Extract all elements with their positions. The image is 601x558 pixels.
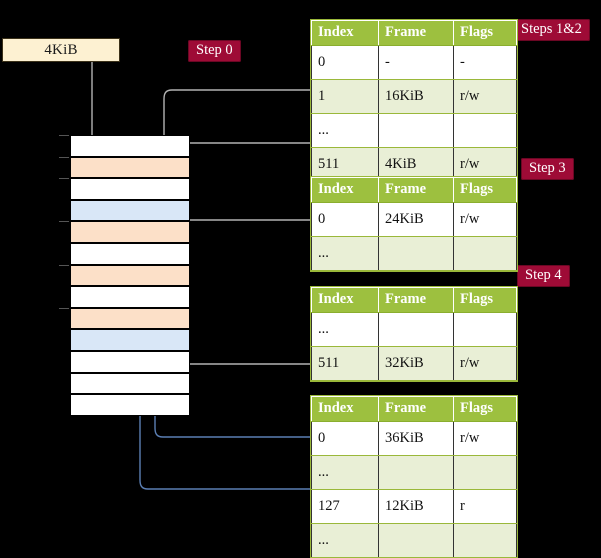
source-page-box: 4KiB — [2, 38, 120, 62]
table-row: ... — [311, 236, 517, 271]
memory-frame-row — [70, 394, 190, 416]
table-row: ... — [311, 455, 517, 490]
table-row: 0-- — [311, 45, 517, 80]
cell-flags — [453, 523, 517, 558]
column-header-frame: Frame — [378, 287, 454, 313]
cell-flags: r/w — [453, 147, 517, 182]
memory-frame-row — [70, 351, 190, 373]
memory-frame-row — [70, 156, 190, 179]
physical-memory-column — [59, 135, 190, 416]
cell-index: ... — [311, 113, 379, 148]
column-header-frame: Frame — [378, 396, 454, 422]
cell-index: 511 — [311, 346, 379, 381]
cell-index: ... — [311, 236, 379, 271]
column-header-flags: Flags — [453, 287, 517, 313]
cell-index: 511 — [311, 147, 379, 182]
column-header-index: Index — [311, 287, 379, 313]
memory-frame-row — [70, 221, 190, 243]
table-row: ... — [311, 523, 517, 558]
badge-steps-1-and-2: Steps 1&2 — [513, 19, 590, 41]
cell-flags — [453, 236, 517, 271]
memory-tick-mark — [59, 264, 69, 266]
cell-index: ... — [311, 523, 379, 558]
cell-frame — [378, 312, 454, 347]
column-header-flags: Flags — [453, 396, 517, 422]
column-header-flags: Flags — [453, 177, 517, 203]
cell-index: 0 — [311, 45, 379, 80]
memory-frame-row — [70, 243, 190, 265]
cell-frame — [378, 113, 454, 148]
column-header-flags: Flags — [453, 20, 517, 46]
memory-frame-row — [70, 135, 190, 157]
cell-index: 1 — [311, 79, 379, 114]
memory-frame-row — [70, 286, 190, 308]
table-row: ... — [311, 312, 517, 347]
memory-frame-row — [70, 264, 190, 287]
cell-flags: r/w — [453, 421, 517, 456]
cell-flags: - — [453, 45, 517, 80]
cell-frame: 36KiB — [378, 421, 454, 456]
cell-frame — [378, 523, 454, 558]
column-header-index: Index — [311, 396, 379, 422]
cell-flags: r/w — [453, 79, 517, 114]
cell-frame — [378, 455, 454, 490]
memory-frame-row — [70, 199, 190, 222]
memory-tick-mark — [59, 135, 69, 136]
column-header-index: Index — [311, 20, 379, 46]
memory-tick-mark — [59, 178, 69, 180]
memory-frame-row — [70, 329, 190, 351]
cell-index: 0 — [311, 421, 379, 456]
cell-frame: 32KiB — [378, 346, 454, 381]
column-header-index: Index — [311, 177, 379, 203]
cell-frame: 24KiB — [378, 202, 454, 237]
badge-step-4: Step 4 — [517, 265, 570, 287]
cell-flags — [453, 455, 517, 490]
cell-flags — [453, 113, 517, 148]
column-header-frame: Frame — [378, 20, 454, 46]
cell-frame — [378, 236, 454, 271]
cell-frame: 12KiB — [378, 489, 454, 524]
column-header-frame: Frame — [378, 177, 454, 203]
diagram-canvas: 4KiB Step 0 Steps 1&2 Step 3 Step 4 Inde… — [2, 19, 590, 558]
cell-frame: - — [378, 45, 454, 80]
memory-tick-mark — [59, 156, 69, 158]
memory-tick-mark — [59, 221, 69, 223]
table-row: ... — [311, 113, 517, 148]
cell-index: ... — [311, 312, 379, 347]
memory-frame-row — [70, 178, 190, 200]
memory-frame-row — [70, 372, 190, 395]
badge-step-3: Step 3 — [521, 158, 574, 180]
cell-index: ... — [311, 455, 379, 490]
cell-index: 0 — [311, 202, 379, 237]
cell-index: 127 — [311, 489, 379, 524]
memory-frame-row — [70, 307, 190, 330]
cell-flags — [453, 312, 517, 347]
cell-flags: r — [453, 489, 517, 524]
memory-tick-mark — [59, 307, 69, 309]
cell-flags: r/w — [453, 346, 517, 381]
cell-frame: 16KiB — [378, 79, 454, 114]
badge-step-0: Step 0 — [188, 40, 241, 62]
cell-flags: r/w — [453, 202, 517, 237]
